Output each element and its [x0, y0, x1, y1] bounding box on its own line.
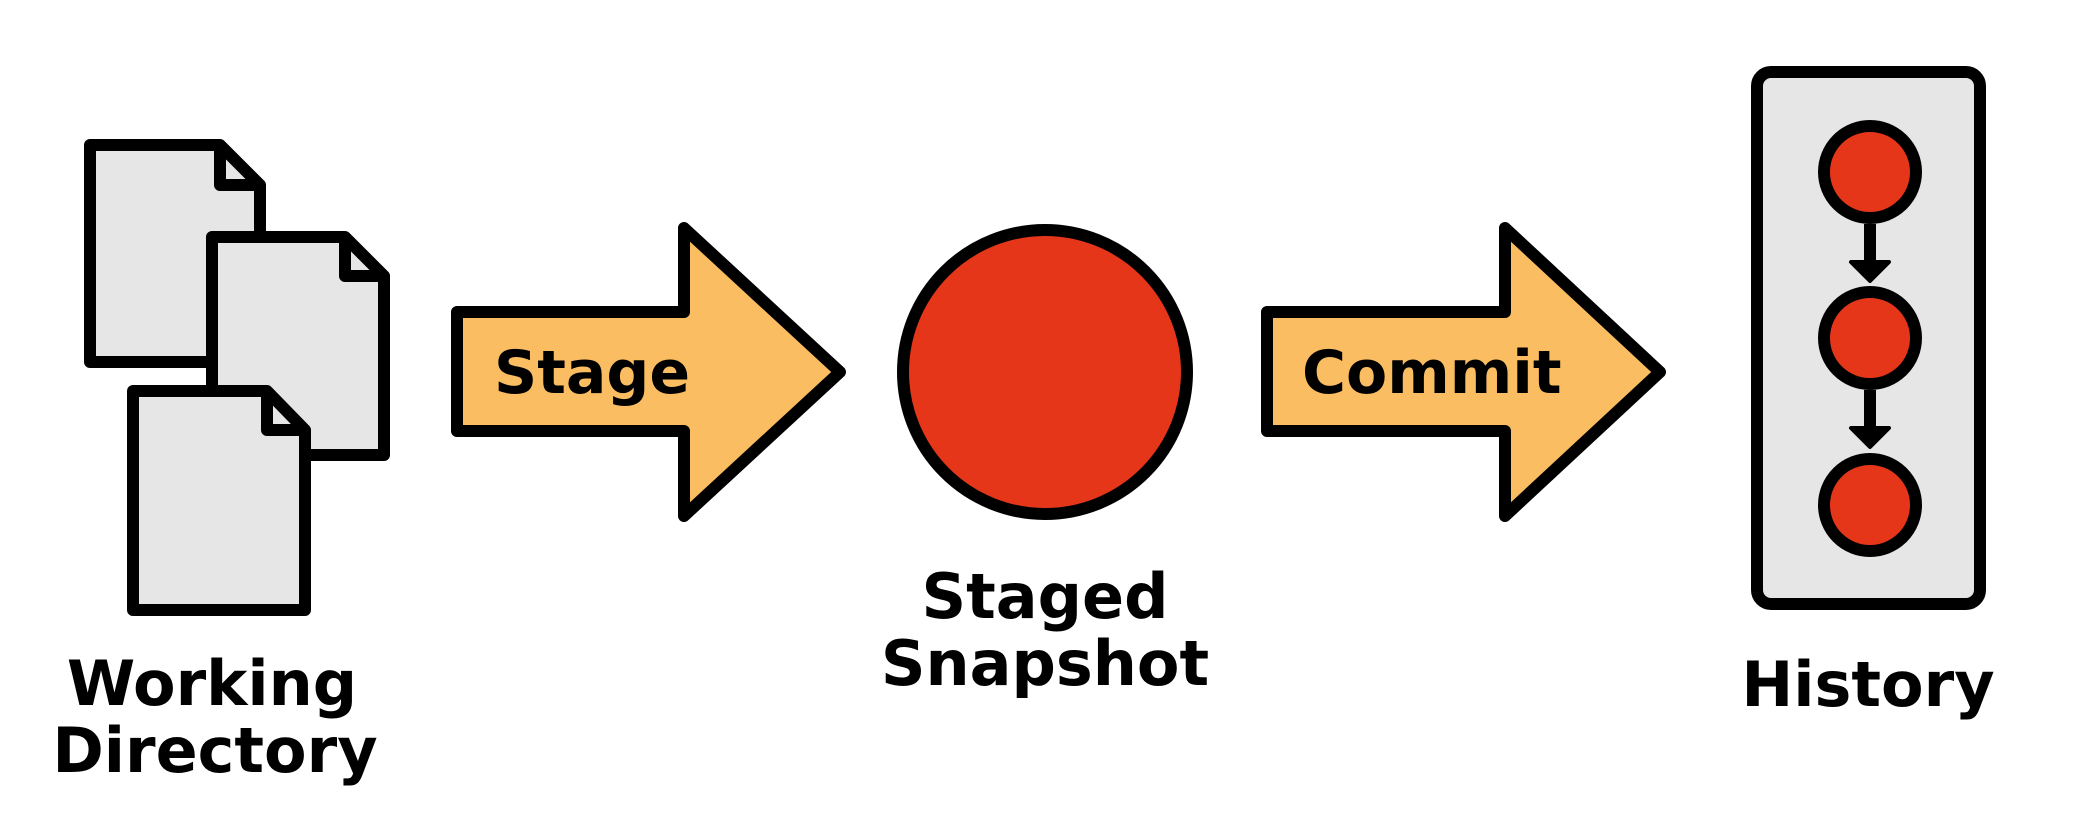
- commit-node: [1818, 453, 1922, 557]
- stage-arrow-icon: [451, 222, 846, 522]
- staged-snapshot-label-line2: Snapshot: [881, 627, 1209, 700]
- commit-arrow-label: Commit: [1302, 338, 1562, 408]
- commit-node: [1818, 286, 1922, 390]
- commit-chain-icon: [1818, 120, 1922, 557]
- working-directory: Working Directory: [52, 139, 390, 787]
- commit-arrow-icon: [1261, 222, 1666, 522]
- working-directory-label-line2: Directory: [52, 714, 377, 787]
- working-directory-label-line1: Working: [67, 647, 357, 720]
- staged-snapshot: Staged Snapshot: [881, 224, 1209, 700]
- commit-node: [1818, 120, 1922, 224]
- snapshot-circle-icon: [897, 224, 1193, 520]
- staged-snapshot-label-line1: Staged: [922, 560, 1169, 633]
- history: History: [1741, 66, 1995, 721]
- stage-arrow: Stage: [451, 222, 846, 522]
- document-icon-front: [127, 385, 311, 616]
- commit-arrow: Commit: [1261, 222, 1666, 522]
- commit-link-arrowhead: [1849, 260, 1891, 283]
- history-label: History: [1741, 648, 1994, 721]
- stage-arrow-label: Stage: [494, 338, 690, 408]
- commit-link-arrowhead: [1849, 426, 1891, 449]
